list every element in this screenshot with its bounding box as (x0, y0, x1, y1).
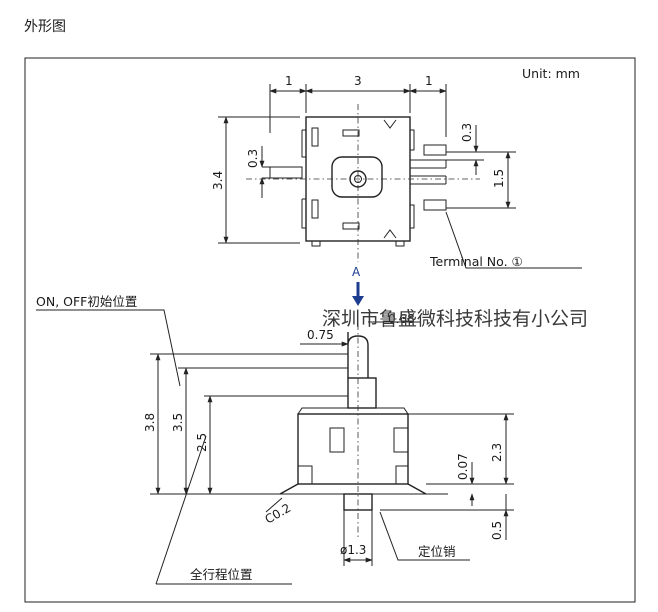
full-stroke-label: 全行程位置 (190, 567, 253, 582)
on-off-leader (36, 309, 181, 387)
dim-1-5: 1.5 (492, 169, 506, 188)
left-pin (269, 166, 303, 179)
right-terminals-outline (410, 159, 447, 185)
dim-0-07: 0.07 (456, 453, 470, 480)
view-arrow-head (352, 296, 364, 306)
side-view: 3.8 3.5 2.5 0.75 0.68 2.3 0.07 0.5 ø1.3 … (36, 294, 514, 585)
dim-3-8: 3.8 (143, 413, 157, 432)
side-body (297, 413, 409, 485)
pin-diameter-extension (343, 510, 373, 566)
pin-left-extension (262, 166, 302, 179)
full-stroke-leader (155, 435, 292, 585)
slot-left-bottom (311, 199, 319, 219)
actuator-housing (331, 156, 383, 198)
dim-3: 3 (354, 74, 362, 88)
terminal-label: Terminal No. ① (429, 254, 523, 269)
slot-bottom (342, 222, 360, 230)
slot-top (342, 129, 360, 137)
side-window-right (393, 427, 409, 453)
drawing-frame (24, 57, 636, 603)
stem-collar (347, 377, 377, 409)
orientation-mark-top (383, 119, 397, 129)
top-view: 1 3 1 3.4 0.3 (211, 74, 582, 306)
body-left-steps (301, 129, 306, 229)
locating-pin (343, 493, 373, 511)
body-feet (311, 241, 405, 247)
height-extension-lines (218, 116, 300, 244)
side-window-left (329, 427, 345, 453)
unit-label: Unit: mm (522, 66, 580, 81)
top-extension-lines (269, 84, 447, 137)
dim-0-3-right: 0.3 (460, 123, 474, 142)
dim-0-5: 0.5 (490, 521, 504, 540)
dim-1-right: 1 (425, 74, 433, 88)
page-heading: 外形图 (24, 19, 66, 35)
pin-label-leader (379, 511, 470, 561)
terminal-upper (423, 144, 447, 156)
on-off-label: ON, OFF初始位置 (36, 294, 137, 309)
view-arrow-letter: A (352, 265, 361, 279)
dim-phi-1-3: ø1.3 (340, 543, 366, 557)
dim-1-left: 1 (285, 74, 293, 88)
dim-c0-2: C0.2 (263, 501, 294, 527)
pin-label: 定位销 (418, 544, 456, 559)
dim-0-75: 0.75 (307, 328, 334, 342)
slot-left-top (311, 127, 319, 147)
pitch-extension-lines (446, 151, 516, 209)
dim-0-3-left: 0.3 (246, 149, 260, 168)
terminal-leader (445, 211, 582, 269)
body-right-steps (410, 129, 415, 229)
orientation-mark-bottom (383, 229, 397, 239)
dim-0-68: 0.68 (388, 312, 415, 326)
dim-3-5: 3.5 (171, 413, 185, 432)
mounting-tabs (279, 483, 427, 495)
side-body-top (297, 407, 409, 415)
dim-3-4: 3.4 (211, 171, 225, 190)
terminal-lower (423, 199, 447, 211)
chamfer-leader (265, 497, 283, 513)
side-body-legs (298, 465, 408, 484)
watermark: 深圳市鲁盛微科技科技有小公司 (322, 308, 588, 330)
dim-2-3: 2.3 (490, 443, 504, 462)
